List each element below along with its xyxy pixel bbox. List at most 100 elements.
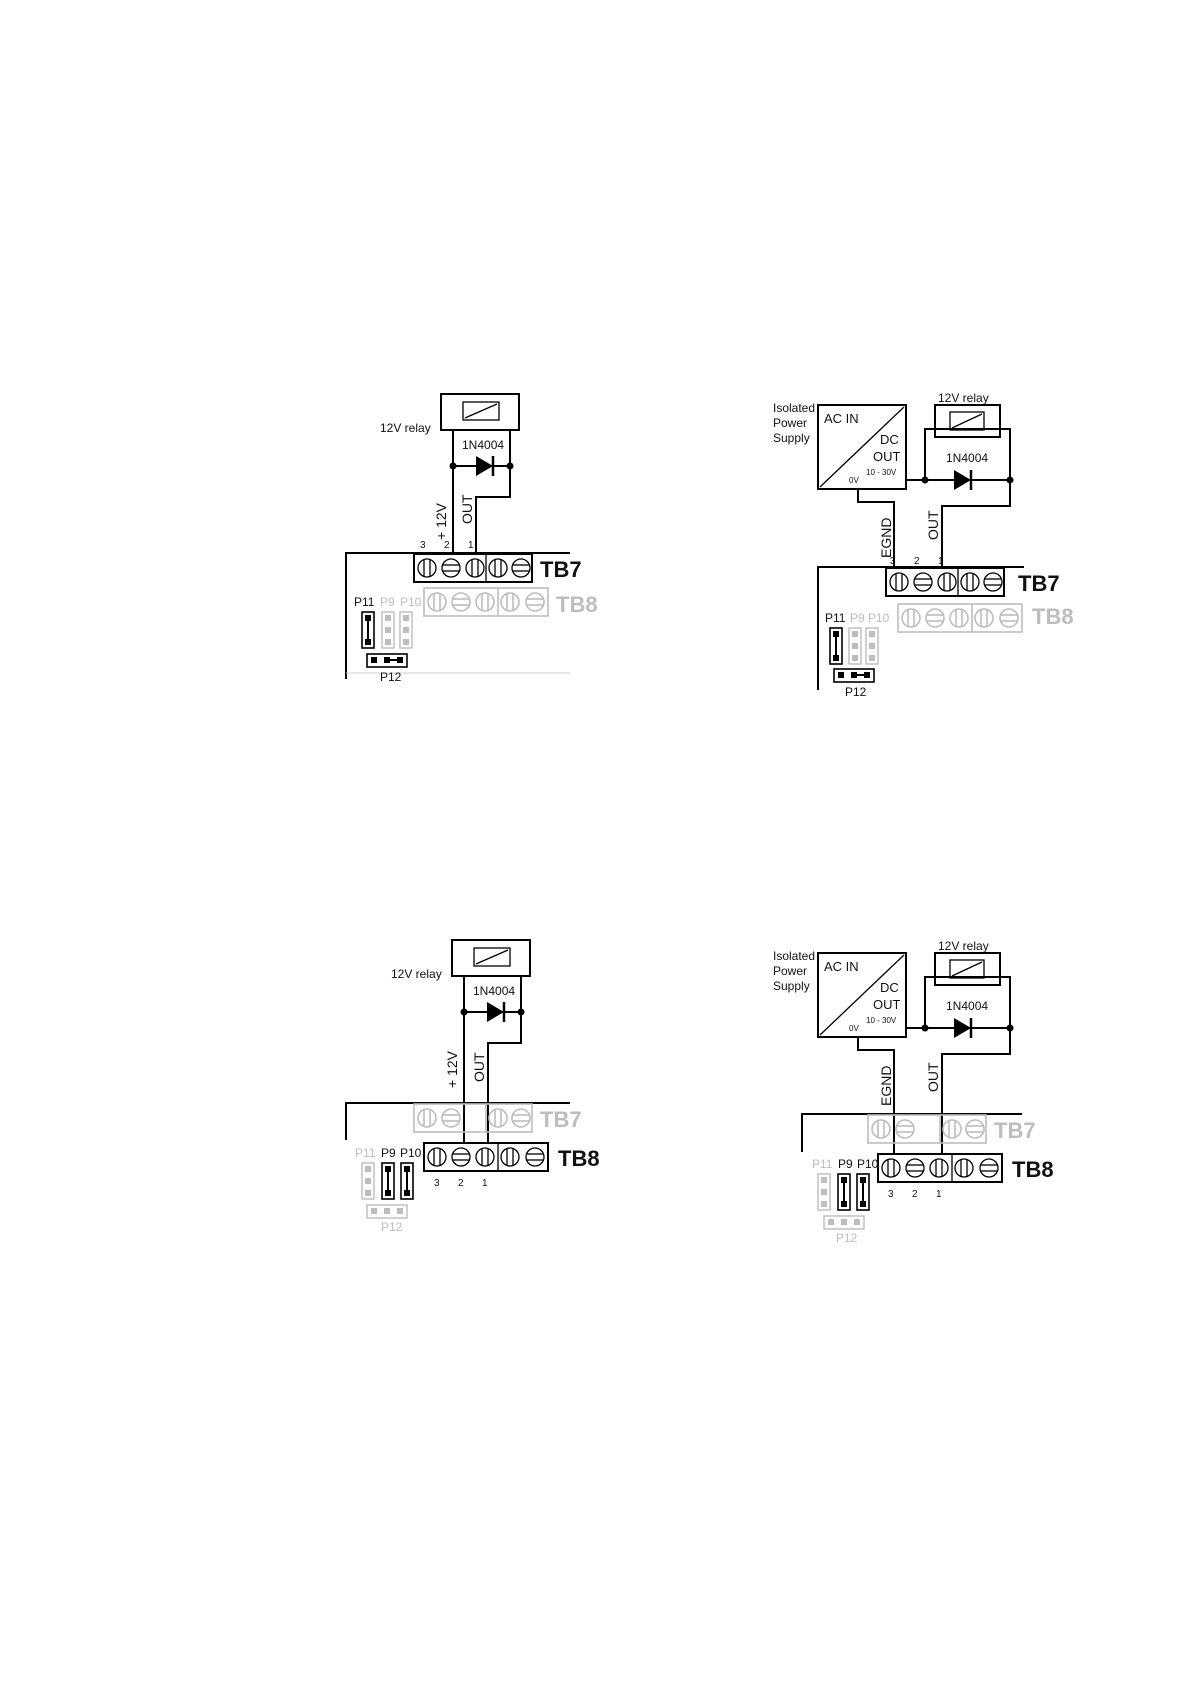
pin-2: 2 (444, 540, 450, 551)
pin-2: 2 (458, 1178, 464, 1189)
jumper-p10-label: P10 (868, 611, 890, 625)
jumper-p9 (848, 627, 862, 665)
jumper-p10 (400, 1162, 414, 1200)
wire-label-12v: + 12V (433, 502, 449, 540)
relay-coil-icon (473, 947, 511, 967)
relay-label: 12V relay (380, 421, 431, 435)
tb7-label: TB7 (994, 1118, 1036, 1143)
terminal-block-tb7: TB7 (885, 567, 1060, 597)
psu-out: OUT (873, 449, 901, 464)
power-supply-box: AC IN DC OUT 10 - 30V 0V (817, 952, 907, 1038)
wire-label-out: OUT (925, 510, 941, 540)
pin-3: 3 (420, 540, 426, 551)
diode-icon (476, 456, 495, 476)
jumper-p11 (829, 627, 843, 665)
jumper-p11 (361, 1162, 375, 1200)
psu-side-label-3: Supply (773, 431, 810, 445)
jumper-p11-label: P11 (354, 595, 375, 609)
psu-side-label-1: Isolated (773, 401, 815, 415)
diode-label: 1N4004 (473, 984, 515, 998)
psu-range: 10 - 30V (866, 468, 897, 477)
jumper-p12-label: P12 (845, 685, 867, 699)
jumper-p11 (361, 611, 375, 649)
relay-label: 12V relay (938, 939, 989, 953)
jumper-p10 (399, 611, 413, 649)
pin-3: 3 (890, 556, 896, 567)
relay-label: 12V relay (391, 967, 442, 981)
jumper-p9 (381, 611, 395, 649)
psu-ac-in: AC IN (824, 411, 859, 426)
psu-side-label-1: Isolated (773, 949, 815, 963)
relay-box (451, 939, 531, 977)
pin-1: 1 (936, 1189, 942, 1200)
jumper-p12-label: P12 (380, 670, 402, 684)
terminal-block-tb8: TB8 (423, 587, 598, 617)
pin-1: 1 (938, 556, 944, 567)
pin-1: 1 (468, 540, 474, 551)
jumper-p11-label: P11 (825, 611, 846, 625)
tb8-label: TB8 (1032, 604, 1074, 629)
tb8-label: TB8 (556, 592, 598, 617)
terminal-block-tb7: TB7 (867, 1114, 1036, 1144)
jumper-p12-label: P12 (381, 1220, 403, 1234)
relay-box (934, 404, 1001, 438)
jumper-p12 (366, 1204, 408, 1219)
psu-0v: 0V (849, 1024, 859, 1033)
diode-label: 1N4004 (946, 999, 988, 1013)
diode-label: 1N4004 (946, 451, 988, 465)
jumper-p10-label: P10 (400, 595, 422, 609)
tb7-label: TB7 (540, 557, 582, 582)
jumper-p10-label: P10 (400, 1146, 422, 1160)
jumper-p10-label: P10 (857, 1157, 879, 1171)
wire-label-out: OUT (459, 494, 475, 524)
jumper-p12 (823, 1215, 865, 1230)
terminal-block-tb7: TB7 (413, 553, 582, 583)
wire-label-out: OUT (471, 1052, 487, 1082)
pin-2: 2 (914, 556, 920, 567)
relay-box (934, 952, 1001, 986)
jumper-p9 (381, 1162, 395, 1200)
jumper-p11 (817, 1173, 831, 1211)
psu-dc: DC (880, 980, 899, 995)
wire-label-egnd: EGND (878, 1066, 894, 1106)
terminal-block-tb8: TB8 (877, 1153, 1054, 1183)
jumper-p12-label: P12 (836, 1231, 858, 1245)
jumper-p9-label: P9 (381, 1146, 396, 1160)
pin-3: 3 (434, 1178, 440, 1189)
wire-label-out: OUT (925, 1062, 941, 1092)
diagram-relay-tb8: 12V relay 1N4004 + 12V OUT TB7 (345, 939, 600, 1234)
relay-label: 12V relay (938, 391, 989, 405)
jumper-p10 (865, 627, 879, 665)
jumper-p11-label: P11 (355, 1146, 376, 1160)
power-supply-box: AC IN DC OUT 10 - 30V 0V (817, 404, 907, 490)
jumper-p9-label: P9 (838, 1157, 853, 1171)
psu-ac-in: AC IN (824, 959, 859, 974)
psu-out: OUT (873, 997, 901, 1012)
pin-1: 1 (482, 1178, 488, 1189)
jumper-p12 (833, 668, 875, 683)
diagram-isolated-tb7: Isolated Power Supply AC IN DC OUT 10 - … (773, 391, 1074, 699)
pin-3: 3 (888, 1189, 894, 1200)
wire-label-egnd: EGND (878, 518, 894, 558)
psu-0v: 0V (849, 476, 859, 485)
jumper-p9-label: P9 (850, 611, 865, 625)
pin-2: 2 (912, 1189, 918, 1200)
diagram-relay-tb7: 12V relay 1N4004 + 12V OUT 3 2 1 (345, 393, 598, 684)
diagram-isolated-tb8: Isolated Power Supply AC IN DC OUT 10 - … (773, 939, 1054, 1245)
tb8-label: TB8 (1012, 1157, 1054, 1182)
relay-coil-icon (462, 401, 500, 421)
tb7-label: TB7 (540, 1107, 582, 1132)
psu-side-label-3: Supply (773, 979, 810, 993)
jumper-p10 (856, 1173, 870, 1211)
wire-label-12v: + 12V (444, 1050, 460, 1088)
diode-label: 1N4004 (462, 438, 504, 452)
relay-box (440, 393, 520, 431)
terminal-block-tb8: TB8 (423, 1142, 600, 1172)
jumper-p9 (837, 1173, 851, 1211)
terminal-block-tb8: TB8 (897, 603, 1074, 633)
tb8-label: TB8 (558, 1146, 600, 1171)
jumper-p12 (366, 653, 408, 668)
psu-range: 10 - 30V (866, 1016, 897, 1025)
